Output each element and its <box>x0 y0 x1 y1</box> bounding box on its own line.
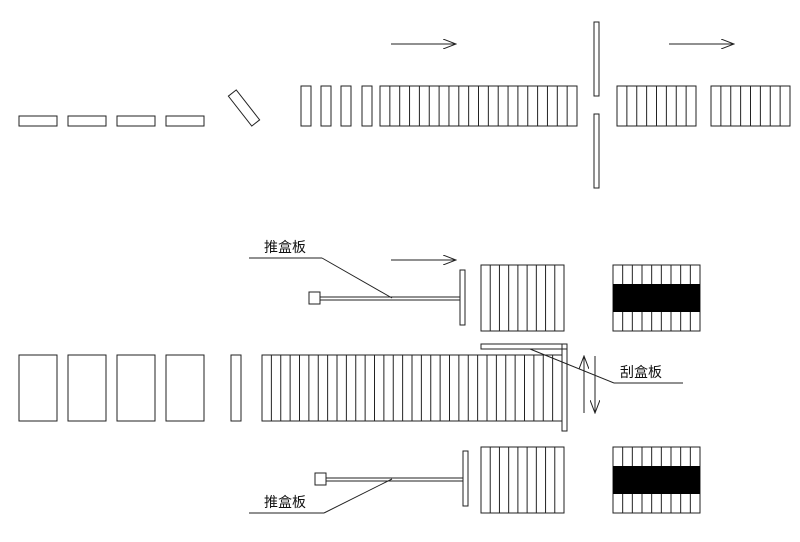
standing-box <box>230 354 242 422</box>
push-rod-bottom <box>325 477 464 482</box>
tilting-box <box>227 89 261 127</box>
push-plate-label-bottom: 推盒板 <box>264 494 306 511</box>
scraper-plate-vertical <box>561 343 568 432</box>
large-flat-box <box>116 354 156 422</box>
push-cylinder-bottom <box>314 472 327 486</box>
scraper-plate-label: 刮盒板 <box>620 364 662 381</box>
flat-box <box>165 115 205 127</box>
top-conveyor-row <box>18 21 791 189</box>
push-plate-bottom <box>462 450 469 507</box>
bottom-conveyor-section: 推盒板 刮盒板 推盒板 <box>18 239 701 514</box>
pushed-stack-top <box>480 264 565 332</box>
divider-blade-lower <box>593 113 600 189</box>
stack-outline <box>480 446 565 514</box>
stacked-boxes-group-1 <box>616 85 697 127</box>
upright-box <box>300 85 312 127</box>
large-flat-box <box>67 354 107 422</box>
push-plate-label-top: 推盒板 <box>264 239 306 256</box>
stack-outline <box>480 264 565 332</box>
scraper-plate-horizontal <box>480 343 568 350</box>
leader-line <box>321 257 393 299</box>
push-rod-top <box>319 296 461 301</box>
push-plate-top <box>459 269 466 326</box>
packing-band <box>613 466 700 494</box>
leader-line <box>323 478 393 514</box>
packing-band <box>613 284 700 312</box>
stacked-boxes-accumulated <box>379 85 578 127</box>
divider-blade-upper <box>593 21 600 97</box>
upright-box <box>320 85 332 127</box>
leader-line <box>529 348 615 384</box>
flat-box <box>18 115 58 127</box>
large-flat-box <box>18 354 58 422</box>
flat-box <box>116 115 156 127</box>
main-lane-stack <box>261 354 563 422</box>
upright-box <box>361 85 373 127</box>
flat-box <box>67 115 107 127</box>
upright-box <box>340 85 352 127</box>
large-flat-box <box>165 354 205 422</box>
stacked-boxes-group-2 <box>710 85 791 127</box>
packed-box-top <box>612 264 701 332</box>
push-cylinder-top <box>308 291 321 305</box>
packed-box-bottom <box>612 446 701 514</box>
pushed-stack-bottom <box>480 446 565 514</box>
